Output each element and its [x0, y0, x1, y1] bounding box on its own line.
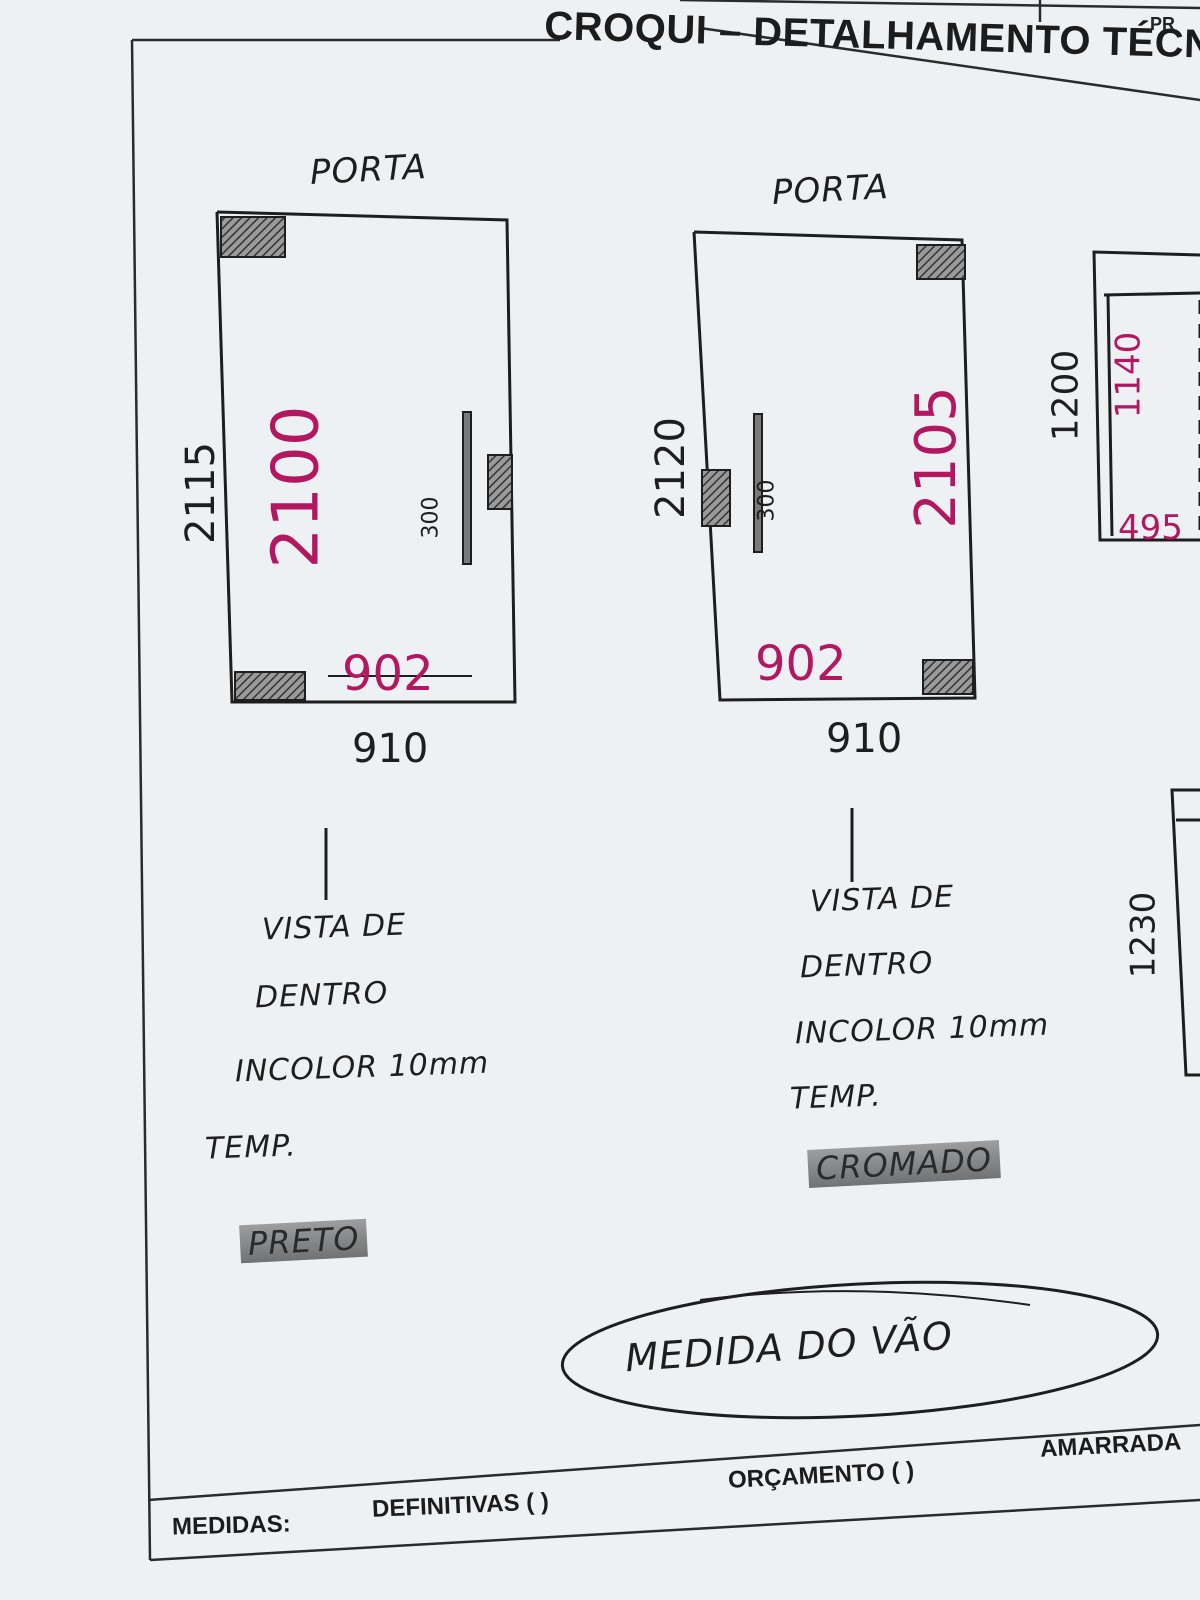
hinge-bottom-left — [234, 671, 306, 701]
door-left-note-4: TEMP. — [204, 1128, 298, 1167]
page-frame — [130, 0, 1200, 1562]
lock-right — [701, 469, 731, 527]
door-left-width-inner: 902 — [342, 646, 434, 702]
door-left-top-label: PORTA — [309, 146, 428, 194]
stamp-ellipse — [560, 1280, 1160, 1420]
hinge-top-right — [916, 244, 966, 280]
door-left-height-inner: 2100 — [259, 405, 334, 569]
door-left-finish-highlight: PRETO — [239, 1218, 369, 1264]
door-right-width-outer: 910 — [826, 716, 903, 762]
door-right-height-inner: 2105 — [903, 386, 969, 529]
hinge-top-left — [220, 216, 286, 258]
door-right-drawing — [692, 230, 977, 882]
partial-right-drawing — [1092, 250, 1200, 1077]
door-right-note-1: VISTA DE — [809, 879, 955, 920]
door-left-handle-length: 300 — [418, 496, 444, 539]
door-left-height-outer: 2115 — [177, 442, 224, 544]
door-left-width-outer: 910 — [352, 726, 429, 772]
door-right-top-label: PORTA — [771, 166, 890, 214]
handle-bar-left — [462, 411, 472, 565]
hinge-bottom-right — [922, 659, 974, 695]
partial-top-inner: 1140 — [1108, 331, 1149, 419]
partial-top-width: 495 — [1118, 508, 1183, 548]
door-right-note-4: TEMP. — [789, 1078, 883, 1117]
door-left-drawing — [215, 210, 517, 900]
door-right-handle-length: 300 — [754, 479, 780, 522]
lock-left — [487, 454, 513, 510]
header-corner-text: PR — [1150, 14, 1176, 34]
door-right-note-2: DENTRO — [799, 945, 934, 986]
door-left-note-1: VISTA DE — [261, 907, 407, 948]
partial-top-height: 1200 — [1045, 349, 1087, 442]
partial-bottom-height: 1230 — [1123, 891, 1164, 979]
door-left-note-2: DENTRO — [254, 975, 389, 1016]
handle-bar-right — [753, 413, 763, 553]
door-right-height-outer: 2120 — [647, 417, 694, 519]
footer-medidas-label: MEDIDAS: — [171, 1510, 291, 1541]
door-right-width-inner: 902 — [755, 636, 847, 692]
